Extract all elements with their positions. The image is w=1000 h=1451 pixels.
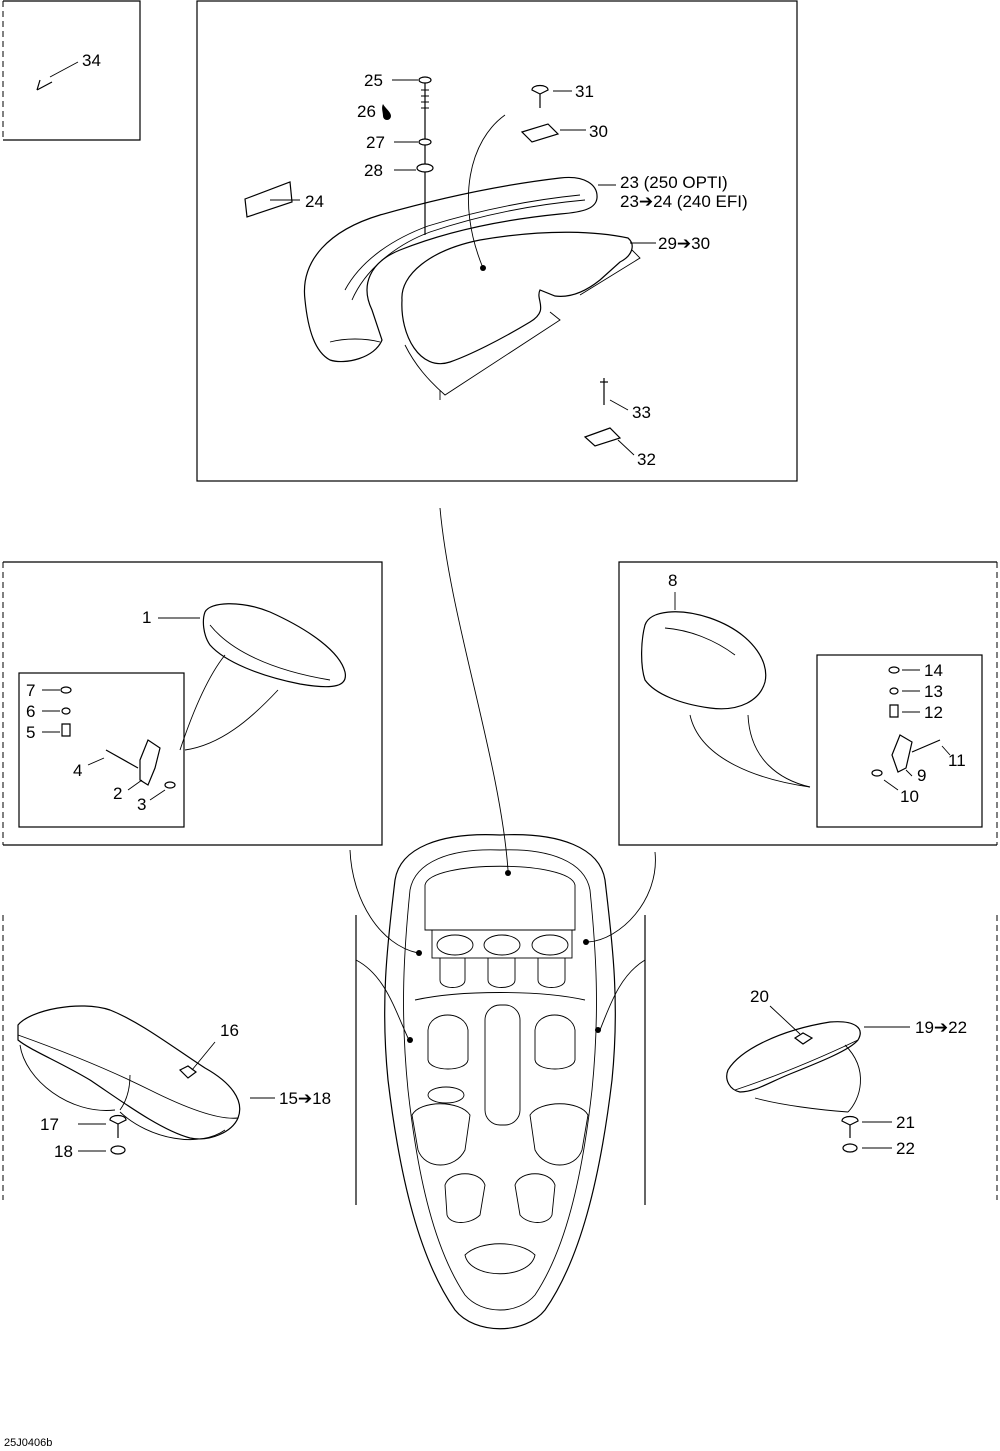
callout-11: 11 (948, 751, 966, 770)
callout-22: 22 (896, 1139, 915, 1158)
bottom-right-cushion-assembly (726, 1005, 910, 1153)
washer-13 (889, 687, 899, 695)
callout-4: 4 (73, 761, 82, 780)
frame-right-hinge (816, 654, 983, 828)
nut-12 (889, 704, 899, 718)
callout-25: 25 (364, 71, 383, 90)
bolt-11 (911, 739, 941, 753)
seat-cushion-1 (202, 603, 346, 688)
washer-7 (60, 686, 72, 694)
callout-15: 15➔18 (279, 1089, 331, 1108)
bolt-4 (105, 749, 139, 769)
lubricant-drop-icon (382, 104, 391, 120)
washer-28 (416, 163, 434, 173)
backrest-23 (303, 176, 598, 363)
frame-left-hinge (18, 672, 185, 828)
callout-26: 26 (357, 102, 376, 121)
main-seat-assembly (244, 76, 656, 456)
callout-14: 14 (924, 661, 943, 680)
pad-32 (583, 427, 622, 447)
callout-21: 21 (896, 1113, 915, 1132)
callout-17: 17 (40, 1115, 59, 1134)
callout-9: 9 (917, 766, 926, 785)
callout-2: 2 (113, 784, 122, 803)
decal-24 (244, 181, 293, 218)
left-seat-assembly (42, 603, 346, 801)
callout-32: 32 (637, 450, 656, 469)
washer-10 (871, 769, 883, 777)
cushion-19 (726, 1021, 861, 1093)
callout-31: 31 (575, 82, 594, 101)
callout-27: 27 (366, 133, 385, 152)
washer-6 (61, 707, 71, 715)
callout-labels: 34 25 26 27 28 24 31 30 23 (250 OPTI) 23… (4, 51, 967, 1449)
fastener-31 (531, 84, 549, 95)
nut-5 (61, 723, 71, 737)
callout-30: 30 (589, 122, 608, 141)
callout-20: 20 (750, 987, 769, 1006)
bottom-left-cushion-assembly (17, 1005, 275, 1155)
callout-6: 6 (26, 702, 35, 721)
washer-18 (110, 1145, 126, 1155)
callout-16: 16 (220, 1021, 239, 1040)
callout-29: 29➔30 (658, 234, 710, 253)
part-34-clip (36, 61, 79, 91)
callout-5: 5 (26, 723, 35, 742)
washer-22 (842, 1143, 858, 1153)
hinge-2 (139, 739, 161, 786)
callout-34: 34 (82, 51, 101, 70)
callout-23-efi: 23➔24 (240 EFI) (620, 192, 748, 211)
washer-14 (888, 666, 900, 674)
plate-30 (520, 123, 560, 143)
cushion-29 (401, 231, 633, 365)
callout-13: 13 (924, 682, 943, 701)
stud-17 (109, 1114, 127, 1125)
callout-8: 8 (668, 571, 677, 590)
drawing-code: 25J0406b (4, 1437, 52, 1449)
callout-28: 28 (364, 161, 383, 180)
washer-27 (418, 138, 432, 146)
frame-left-seat (3, 561, 383, 846)
washer-3 (164, 781, 176, 789)
callout-23-opti: 23 (250 OPTI) (620, 173, 728, 192)
callout-3: 3 (137, 795, 146, 814)
connector-lines (349, 507, 656, 1039)
right-seat-assembly (641, 592, 951, 791)
frame-main-seat (196, 0, 798, 482)
callout-19: 19➔22 (915, 1018, 967, 1037)
callout-12: 12 (924, 703, 943, 722)
frame-part-34 (3, 0, 141, 141)
callout-1: 1 (142, 608, 151, 627)
callout-33: 33 (632, 403, 651, 422)
snap-20 (793, 1032, 814, 1045)
seat-cushion-8 (641, 611, 767, 710)
snap-16 (178, 1065, 197, 1079)
callout-24: 24 (305, 192, 324, 211)
callout-18: 18 (54, 1142, 73, 1161)
panel-frames (2, 0, 998, 1205)
stud-21 (841, 1115, 859, 1126)
hinge-9 (891, 734, 913, 773)
boat-deck (384, 834, 616, 1330)
callout-7: 7 (26, 681, 35, 700)
callout-10: 10 (900, 787, 919, 806)
